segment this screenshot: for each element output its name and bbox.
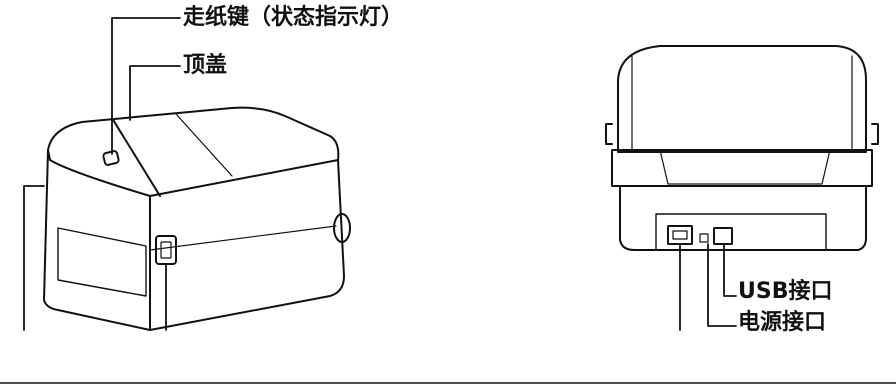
- front-printer: [43, 106, 351, 331]
- left-leader: [23, 185, 45, 331]
- front-paper-slot: [57, 227, 147, 297]
- front-cover-seam-2: [175, 113, 233, 177]
- feed-button-label: 走纸键（状态指示灯）: [183, 5, 404, 30]
- front-knob: [333, 213, 351, 243]
- rear-side-tab-right: [871, 123, 879, 145]
- front-cover-seam: [111, 117, 161, 197]
- usb-port-shape: [667, 225, 693, 245]
- rear-leaders: [679, 243, 737, 331]
- power-port-label: 电源接口: [738, 310, 827, 335]
- top-cover-label: 顶盖: [183, 53, 228, 78]
- front-left-side: [43, 149, 151, 331]
- usb-leader: [723, 243, 737, 297]
- feed-leader: [111, 17, 181, 155]
- usb-port-label: USB接口: [738, 279, 833, 304]
- power-leader: [707, 243, 737, 327]
- rear-top-cover: [617, 45, 867, 153]
- feed-button-shape: [102, 150, 120, 166]
- front-switch-inner: [160, 241, 172, 259]
- power-port-shape: [713, 227, 733, 245]
- rear-middle-band: [611, 149, 873, 187]
- front-leaders: [23, 17, 181, 331]
- front-top-cover: [47, 106, 340, 197]
- front-switch: [155, 235, 177, 265]
- usb-port-inner: [672, 230, 688, 240]
- rear-side-tab-left: [605, 123, 613, 145]
- rear-printer: [605, 45, 879, 251]
- rear-port-panel: [655, 213, 827, 251]
- rear-cover-ribs: [631, 55, 853, 151]
- small-port-shape: [699, 233, 709, 243]
- front-body-right: [149, 159, 345, 331]
- front-body-line: [149, 225, 337, 251]
- cover-leader: [129, 65, 181, 121]
- rear-band-recess: [659, 149, 831, 185]
- rear-lower-body: [619, 185, 867, 251]
